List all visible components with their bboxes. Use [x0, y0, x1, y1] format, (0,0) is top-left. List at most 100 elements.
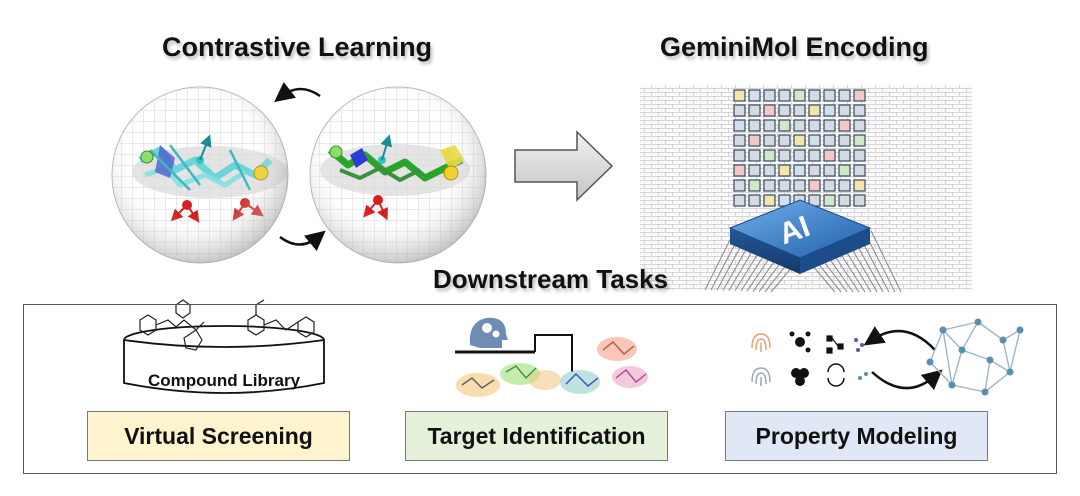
purple-dots [854, 338, 868, 380]
matrix-cell [763, 179, 776, 192]
network-node [958, 346, 966, 354]
matrix-cell [778, 89, 791, 102]
property-modeling-illustration [751, 318, 1024, 396]
network-node [1016, 326, 1024, 334]
compound-library-label: Compound Library [148, 371, 301, 390]
network-edge [951, 349, 963, 386]
matrix-cell [733, 104, 746, 117]
fingerprint-icon-gray [751, 367, 771, 386]
matrix-cell [808, 104, 821, 117]
matrix-cell [748, 149, 761, 162]
fingerprint-icon-orange [751, 333, 771, 352]
property-modeling-box: Property Modeling [725, 411, 988, 461]
network-edge [961, 349, 991, 361]
network-edge [984, 371, 1011, 393]
matrix-cell [853, 179, 866, 192]
matrix-cell [808, 89, 821, 102]
curved-arrow-top [274, 81, 321, 103]
downstream-panel [23, 304, 1057, 474]
matrix-cell [778, 149, 791, 162]
matrix-cell [748, 194, 761, 207]
matrix-cell [778, 134, 791, 147]
cycle-arrow-bottom [871, 369, 943, 391]
network-edge [977, 321, 1004, 341]
head-gear-icon [469, 317, 508, 348]
venn-icon [791, 368, 809, 386]
network-edge [961, 321, 979, 351]
matrix-cell [748, 134, 761, 147]
network-edge [929, 361, 953, 386]
geminimol-encoding-title: GeminiMol Encoding [660, 32, 929, 62]
matrix-cell [838, 164, 851, 177]
matrix-cell [748, 164, 761, 177]
network-node [981, 388, 989, 396]
matrix-cell [823, 194, 836, 207]
matrix-cell [763, 104, 776, 117]
encoding-matrix [733, 89, 866, 207]
network-edge [951, 384, 986, 393]
downstream-tasks-title: Downstream Tasks [433, 264, 669, 294]
matrix-cell [823, 164, 836, 177]
network-graph [926, 318, 1024, 396]
matrix-cell [808, 134, 821, 147]
matrix-cell [793, 134, 806, 147]
left-sphere [111, 86, 289, 264]
nodes-icon [826, 335, 844, 354]
matrix-cell [748, 104, 761, 117]
matrix-cell [763, 134, 776, 147]
matrix-cell [838, 119, 851, 132]
cycle-icon [827, 363, 845, 387]
matrix-cell [838, 179, 851, 192]
target-identification-illustration [455, 317, 648, 397]
virtual-screening-box: Virtual Screening [87, 411, 350, 461]
matrix-cell [808, 149, 821, 162]
network-node [939, 326, 947, 334]
matrix-cell [778, 119, 791, 132]
network-node [926, 358, 934, 366]
network-edge [989, 359, 1011, 373]
matrix-cell [853, 119, 866, 132]
matrix-cell [853, 134, 866, 147]
matrix-cell [838, 149, 851, 162]
matrix-cell [838, 134, 851, 147]
matrix-cell [823, 134, 836, 147]
chip-pin [870, 230, 902, 293]
matrix-cell [733, 89, 746, 102]
network-node [986, 356, 994, 364]
target-identification-box: Target Identification [405, 411, 668, 461]
matrix-cell [853, 104, 866, 117]
matrix-cell [748, 119, 761, 132]
matrix-cell [763, 164, 776, 177]
matrix-cell [733, 179, 746, 192]
molecule-structure-left [139, 299, 205, 351]
matrix-cell [748, 89, 761, 102]
connector-line [534, 334, 573, 372]
matrix-cell [763, 89, 776, 102]
network-edge [929, 329, 944, 363]
matrix-cell [853, 149, 866, 162]
network-edge [942, 329, 953, 386]
network-node [974, 318, 982, 326]
matrix-cell [838, 89, 851, 102]
matrix-cell [763, 194, 776, 207]
network-edge [942, 321, 979, 331]
network-edge [1009, 329, 1021, 373]
target-molecules [456, 337, 648, 397]
ai-chip: AI [728, 199, 872, 274]
matrix-cell [793, 119, 806, 132]
matrix-cell [793, 179, 806, 192]
matrix-cell [853, 164, 866, 177]
compound-library: Compound Library [123, 299, 325, 394]
curved-arrow-bottom [279, 230, 326, 252]
matrix-cell [793, 104, 806, 117]
matrix-cell [838, 194, 851, 207]
matrix-cell [733, 119, 746, 132]
contrastive-learning-title: Contrastive Learning [162, 32, 433, 62]
network-node [999, 336, 1007, 344]
cycle-arrow-top [863, 326, 936, 351]
matrix-cell [838, 104, 851, 117]
matrix-cell [778, 104, 791, 117]
matrix-cell [733, 149, 746, 162]
flow-arrow [514, 130, 614, 202]
